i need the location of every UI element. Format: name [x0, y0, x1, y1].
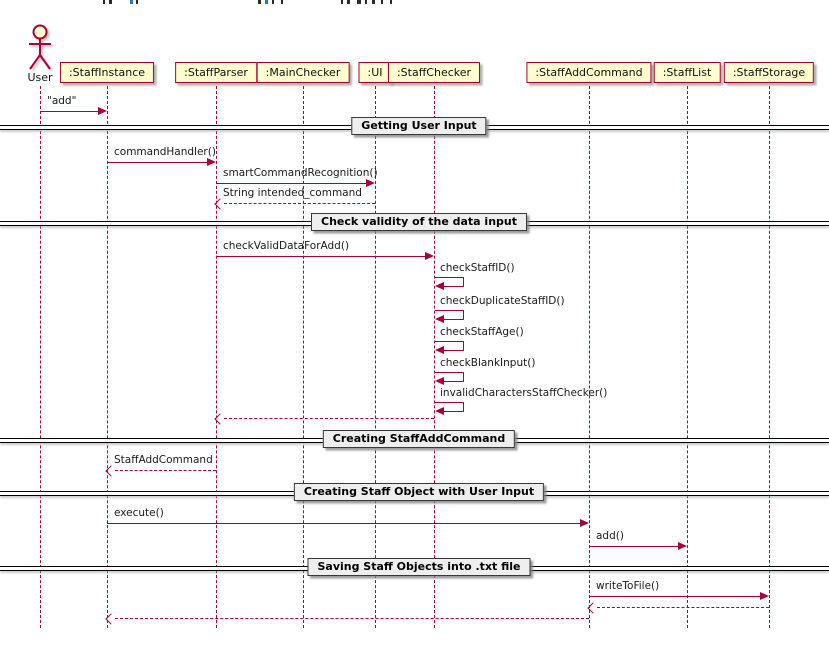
message-checkstaffage-loop-top	[435, 341, 464, 342]
message-staffaddcommand-label: StaffAddCommand	[114, 454, 213, 466]
message-checkstaffid-label: checkStaffID()	[440, 262, 515, 274]
message-checkduplicatestaffid-loop-right	[463, 310, 464, 320]
message-execute-arrowhead	[580, 519, 589, 527]
message-writetofile-line	[589, 596, 761, 597]
clipped-text-fragment	[357, 0, 361, 4]
lifeline-staffstorage	[768, 86, 770, 628]
message-return-line	[224, 418, 434, 419]
message-invalidcharactersstaffchecker-arrowhead	[435, 407, 444, 415]
lifeline-mainchecker	[302, 86, 304, 628]
participant-staffinstance: :StaffInstance	[59, 62, 155, 83]
message-add-line	[589, 546, 679, 547]
message-writetofile-label: writeToFile()	[596, 580, 660, 592]
participant-staffstorage: :StaffStorage	[723, 62, 815, 83]
message-checkblankinput-loop-right	[463, 372, 464, 382]
clipped-text-fragment	[103, 0, 105, 4]
message-checkstaffid-loop-right	[463, 277, 464, 287]
clipped-text-fragment	[381, 0, 383, 4]
message-add-label: "add"	[47, 95, 77, 107]
message-checkstaffage-arrowhead	[435, 346, 444, 354]
message-return-line	[597, 607, 769, 608]
clipped-text-fragment	[265, 0, 268, 4]
clipped-text-fragment	[136, 0, 138, 4]
participant-mainchecker: :MainChecker	[256, 62, 350, 83]
message-staffaddcommand-line	[115, 470, 216, 471]
lifeline-user	[39, 86, 41, 628]
lifeline-stafflist	[686, 86, 688, 628]
message-commandhandler-arrowhead	[207, 158, 216, 166]
message-checkblankinput-label: checkBlankInput()	[440, 357, 536, 369]
message-commandhandler-line	[107, 162, 208, 163]
message-invalidcharactersstaffchecker-loop-right	[463, 402, 464, 412]
message-checkstaffid-arrowhead	[435, 282, 444, 290]
message-add-line	[40, 111, 99, 112]
message-checkvaliddataforadd-line	[216, 256, 426, 257]
clipped-text-fragment	[347, 0, 350, 4]
message-invalidcharactersstaffchecker-label: invalidCharactersStaffChecker()	[440, 387, 608, 399]
clipped-text-fragment	[365, 0, 367, 4]
message-writetofile-arrowhead	[760, 592, 769, 600]
clipped-text-fragment	[281, 0, 283, 4]
divider-label-saving-staff-objects-into-txt-file: Saving Staff Objects into .txt file	[307, 558, 531, 576]
message-execute-label: execute()	[114, 507, 164, 519]
message-smartcommandrecognition-line	[216, 183, 367, 184]
lifeline-staffinstance	[106, 86, 108, 628]
message-string-intended-command-label: String intended_command	[223, 187, 362, 199]
message-checkduplicatestaffid-arrowhead	[435, 315, 444, 323]
message-smartcommandrecognition-arrowhead	[366, 179, 375, 187]
clipped-text-fragment	[390, 0, 392, 4]
clipped-text-fragment	[109, 0, 112, 4]
message-checkstaffage-loop-right	[463, 341, 464, 351]
participant-stafflist: :StaffList	[653, 62, 721, 83]
lifeline-staffaddcommand	[588, 86, 590, 628]
lifeline-staffchecker	[433, 86, 435, 628]
message-checkvaliddataforadd-label: checkValidDataForAdd()	[223, 240, 350, 252]
participant-staffparser: :StaffParser	[175, 62, 257, 83]
divider-label-check-validity-of-the-data-input: Check validity of the data input	[311, 213, 527, 231]
clipped-text-fragment	[130, 0, 133, 4]
message-checkblankinput-loop-bottom	[443, 381, 463, 382]
divider-label-creating-staffaddcommand: Creating StaffAddCommand	[322, 430, 516, 448]
message-invalidcharactersstaffchecker-loop-bottom	[443, 411, 463, 412]
participant-staffaddcommand: :StaffAddCommand	[526, 62, 652, 83]
participant-ui: :UI	[358, 62, 392, 83]
clipped-text-fragment	[272, 0, 274, 4]
message-checkstaffage-label: checkStaffAge()	[440, 326, 524, 338]
divider-label-creating-staff-object-with-user-input: Creating Staff Object with User Input	[293, 483, 545, 501]
message-checkstaffage-loop-bottom	[443, 350, 463, 351]
message-checkstaffid-loop-top	[435, 277, 464, 278]
message-string-intended-command-line	[224, 203, 375, 204]
lifeline-ui	[374, 86, 376, 628]
message-add-label: add()	[596, 530, 624, 542]
message-execute-line	[107, 523, 581, 524]
divider-label-getting-user-input: Getting User Input	[351, 117, 487, 135]
clipped-text-fragment	[341, 0, 343, 4]
message-checkduplicatestaffid-loop-bottom	[443, 319, 463, 320]
message-checkblankinput-loop-top	[435, 372, 464, 373]
message-checkduplicatestaffid-loop-top	[435, 310, 464, 311]
clipped-text-fragment	[372, 0, 375, 4]
message-checkstaffid-loop-bottom	[443, 286, 463, 287]
participant-staffchecker: :StaffChecker	[387, 62, 481, 83]
message-add-arrowhead	[678, 542, 687, 550]
message-checkduplicatestaffid-label: checkDuplicateStaffID()	[440, 295, 565, 307]
message-add-arrowhead	[98, 107, 107, 115]
clipped-text-fragment	[258, 0, 261, 4]
message-checkblankinput-arrowhead	[435, 377, 444, 385]
lifeline-staffparser	[215, 86, 217, 628]
actor-user-label: User	[27, 71, 53, 84]
message-invalidcharactersstaffchecker-loop-top	[435, 402, 464, 403]
message-return-line	[115, 618, 589, 619]
actor-user-icon	[26, 24, 54, 71]
message-checkvaliddataforadd-arrowhead	[425, 252, 434, 260]
message-commandhandler-label: commandHandler()	[114, 146, 216, 158]
message-smartcommandrecognition-label: smartCommandRecognition()	[223, 167, 378, 179]
